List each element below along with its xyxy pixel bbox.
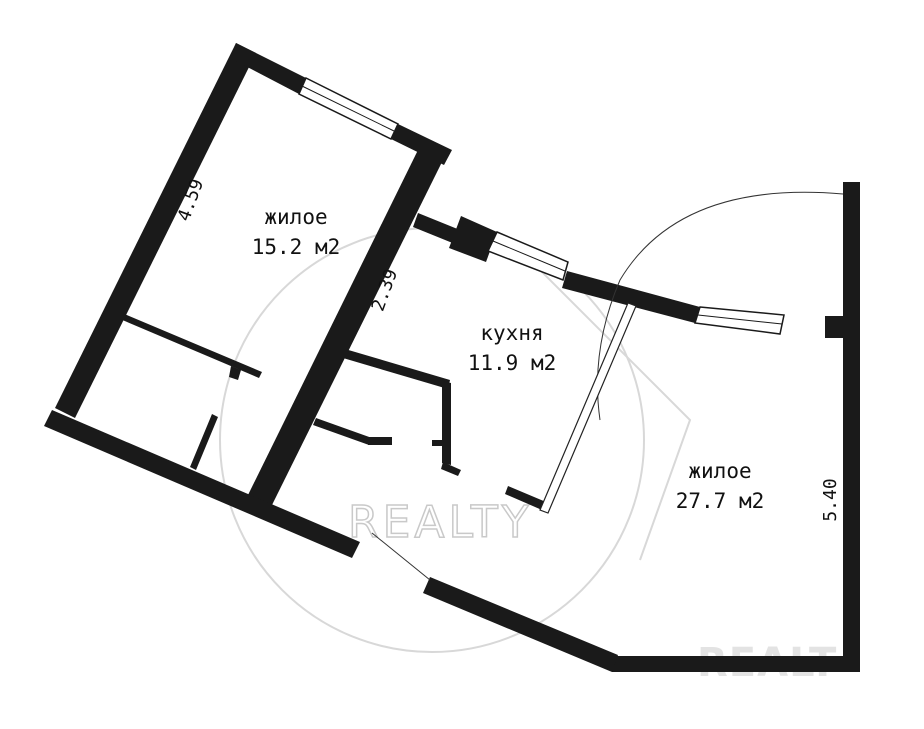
wall-kitchen-inner-vert: [442, 381, 451, 465]
wall-kitchen-inner-nib: [432, 440, 446, 446]
wall-shared-middle: [248, 150, 442, 505]
room-name-living-large: жилое: [688, 459, 751, 483]
watermark: REALTY REALT: [219, 227, 836, 686]
wall-hall-diag: [313, 418, 372, 445]
wall-left-top-a: [230, 43, 306, 94]
door-arc: [597, 191, 844, 421]
window-kitchen-b: [694, 306, 785, 335]
wall-inner-left: [120, 313, 262, 378]
wall-right-stub: [825, 316, 845, 338]
door-swing: [371, 191, 844, 581]
wall-bottom-right: [612, 656, 860, 672]
windows-kitchen: [486, 231, 785, 335]
walls-left-room: [44, 43, 452, 558]
wall-left-outer: [55, 43, 256, 418]
wall-kitchen-top-a: [413, 213, 460, 244]
room-name-living-small: жилое: [264, 205, 327, 229]
wall-bottom: [44, 410, 360, 558]
room-labels: жилое 15.2 м2 кухня 11.9 м2 жилое 27.7 м…: [252, 205, 765, 513]
wall-inner-short: [190, 414, 218, 470]
dimension-right-wall: 5.40: [820, 478, 841, 521]
room-area-living-large: 27.7 м2: [676, 489, 765, 513]
wall-right: [843, 182, 860, 670]
watermark-arc: [519, 249, 692, 561]
window-pane-line: [301, 85, 395, 132]
door-leaf: [539, 302, 637, 514]
window-kitchen-b-line: [697, 314, 783, 325]
wall-bottom-diag: [423, 577, 618, 672]
window-kitchen-a-line: [492, 240, 566, 272]
door-hint-line: [371, 532, 431, 581]
room-name-kitchen: кухня: [480, 321, 543, 345]
room-area-kitchen: 11.9 м2: [468, 351, 557, 375]
wall-left-top-b: [391, 124, 452, 165]
walls-right-area: [313, 182, 860, 672]
wall-hall-stub: [368, 437, 392, 445]
wall-kitchen-top-b: [562, 271, 700, 323]
wall-kitchen-inner-top: [343, 349, 450, 389]
room-area-living-small: 15.2 м2: [252, 235, 341, 259]
wall-door-stub: [505, 486, 546, 510]
wall-kitchen-pillar: [449, 216, 497, 262]
window-left-room: [298, 76, 399, 141]
wall-inner-stub: [229, 366, 241, 380]
watermark-text: REALTY: [348, 497, 533, 548]
wall-kitchen-inner-foot: [441, 462, 461, 476]
